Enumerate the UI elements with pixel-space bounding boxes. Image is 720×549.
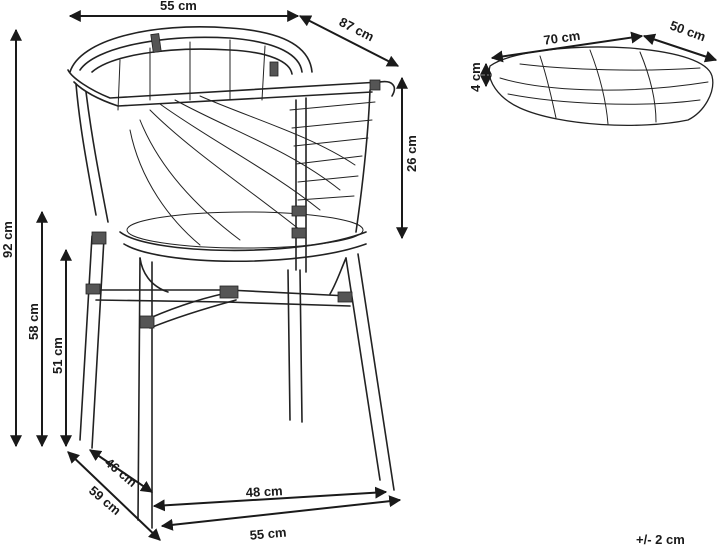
dim-label-height-58: 58 cm (26, 303, 41, 340)
seat-cushion-illustration (488, 46, 714, 127)
dim-label-cushion-depth: 50 cm (668, 18, 708, 45)
dim-label-depth-top: 87 cm (337, 14, 377, 44)
dim-line-depth-top (298, 15, 400, 67)
tolerance-note: +/- 2 cm (636, 532, 685, 547)
dim-label-width-top: 55 cm (160, 0, 197, 13)
rattan-chair-illustration (67, 26, 396, 529)
dim-label-cushion-thickness: 4 cm (468, 62, 483, 92)
dim-label-backrest: 26 cm (404, 135, 419, 172)
dim-label-width-base: 55 cm (249, 525, 287, 543)
dim-label-depth-seat: 46 cm (102, 455, 140, 490)
dim-line-width-base (160, 495, 402, 531)
dim-line-cushion-width (490, 31, 644, 63)
dim-line-cushion-depth (642, 33, 718, 63)
dim-label-cushion-width: 70 cm (543, 28, 582, 48)
dim-label-width-seat: 48 cm (245, 483, 283, 500)
dim-line-depth-base (67, 451, 161, 541)
dim-label-height-total: 92 cm (0, 221, 15, 258)
dim-label-height-51: 51 cm (50, 337, 65, 374)
